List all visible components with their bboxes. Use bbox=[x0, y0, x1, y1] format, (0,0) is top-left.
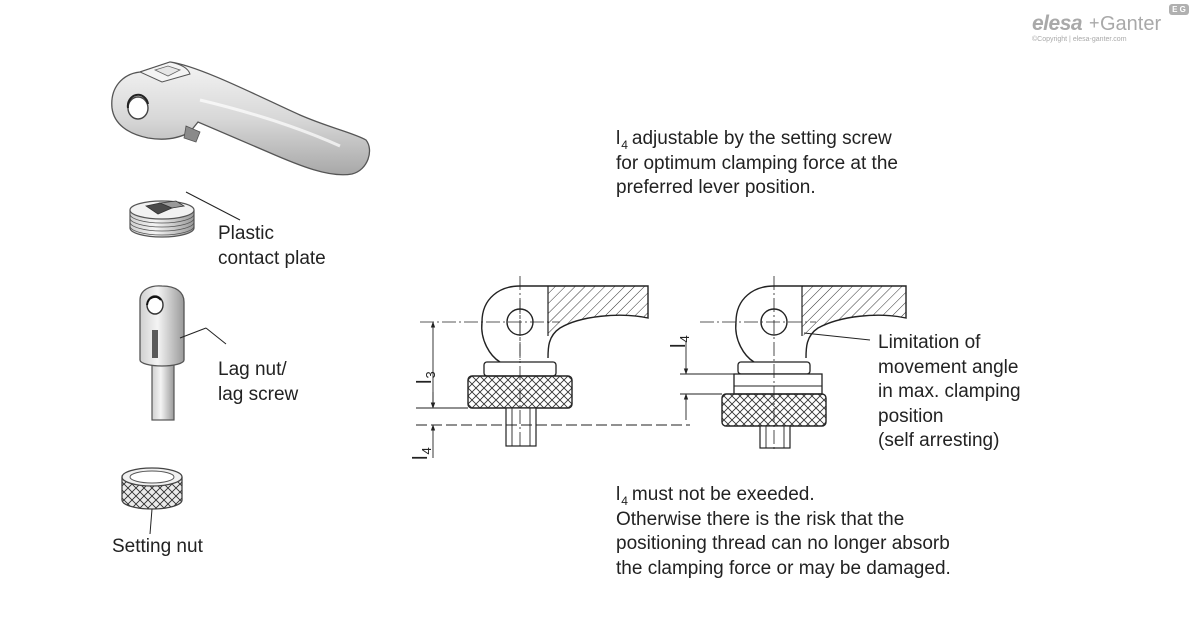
note-l: l bbox=[616, 128, 621, 149]
note-line: positioning thread can no longer absorb bbox=[616, 533, 950, 554]
note-line: preferred lever position. bbox=[616, 177, 816, 198]
label-line: Setting nut bbox=[112, 536, 203, 557]
lever-illustration bbox=[111, 61, 371, 176]
dimensions-left bbox=[416, 321, 690, 458]
dim-base: l bbox=[410, 455, 432, 460]
dim-label-l4-left: l4 bbox=[410, 447, 434, 460]
setting-nut-illustration bbox=[121, 467, 183, 535]
dim-sub: 4 bbox=[419, 447, 434, 455]
note-line: Limitation of bbox=[878, 332, 981, 353]
plastic-contact-plate-illustration bbox=[129, 191, 241, 238]
note-text: adjustable by the setting screw bbox=[631, 128, 892, 149]
logo-plus: + bbox=[1089, 13, 1100, 33]
note-sub: 4 bbox=[621, 138, 628, 152]
note-line: (self arresting) bbox=[878, 430, 1000, 451]
dim-sub: 3 bbox=[423, 371, 438, 379]
label-line: lag screw bbox=[218, 383, 299, 405]
note-l: l bbox=[616, 484, 621, 505]
dim-label-l4-right: l4 bbox=[668, 335, 692, 348]
dim-sub: 4 bbox=[677, 335, 692, 343]
logo-elesa: elesa bbox=[1032, 12, 1083, 35]
section-view-right bbox=[700, 276, 907, 450]
logo-ganter: Ganter bbox=[1100, 13, 1162, 35]
dim-label-l3: l3 bbox=[414, 371, 438, 384]
label-setting-nut: Setting nut bbox=[112, 535, 203, 560]
note-line: the clamping force or may be damaged. bbox=[616, 557, 951, 579]
label-line: Lag nut/ bbox=[218, 359, 287, 380]
label-plastic-contact-plate: Plastic contact plate bbox=[218, 222, 326, 271]
lag-screw-illustration bbox=[139, 285, 227, 421]
note-line: position bbox=[878, 405, 944, 427]
note-line: in max. clamping bbox=[878, 381, 1021, 402]
note-line: movement angle bbox=[878, 356, 1019, 378]
brand-logo: elesa + Ganter E G ©Copyright | elesa-ga… bbox=[1032, 4, 1200, 48]
note-limitation: Limitation of movement angle in max. cla… bbox=[878, 331, 1021, 454]
section-view-left bbox=[420, 276, 649, 448]
dim-base: l bbox=[668, 343, 690, 348]
logo-badge: E G bbox=[1169, 4, 1189, 15]
dim-base: l bbox=[414, 379, 436, 384]
label-line: Plastic bbox=[218, 223, 274, 244]
label-lag-nut-screw: Lag nut/ lag screw bbox=[218, 358, 298, 407]
note-text: must not be exeeded. bbox=[631, 484, 815, 505]
logo-copyright: ©Copyright | elesa-ganter.com bbox=[1032, 36, 1127, 43]
note-line: for optimum clamping force at the bbox=[616, 152, 898, 174]
note-line: Otherwise there is the risk that the bbox=[616, 508, 905, 530]
label-line: contact plate bbox=[218, 247, 326, 269]
dimensions-right bbox=[680, 342, 734, 420]
note-sub: 4 bbox=[621, 494, 628, 508]
